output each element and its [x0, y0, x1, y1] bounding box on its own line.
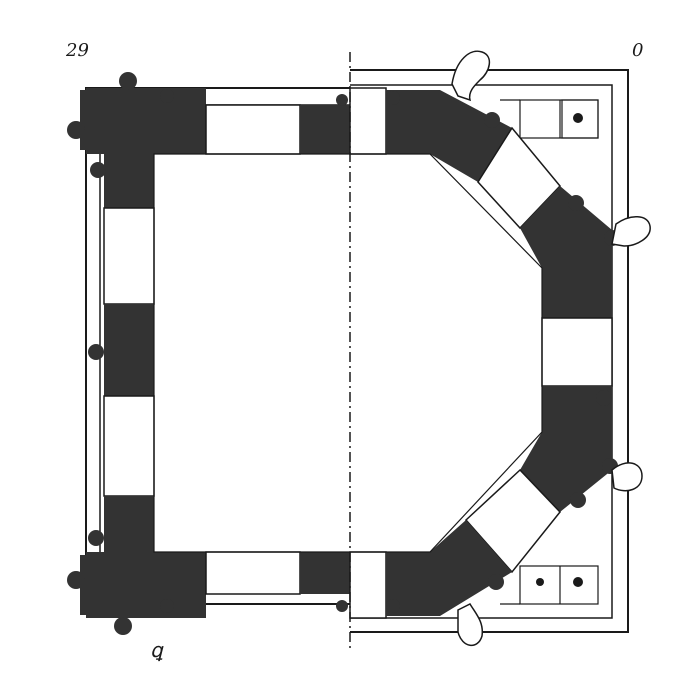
round-column-dot-icon [573, 577, 583, 587]
gargoyle-icon [611, 462, 643, 492]
corner-grid-bottom [500, 565, 599, 605]
cross-shaped-pier-icon [67, 72, 174, 178]
round-column-dot-icon [336, 600, 348, 612]
wall-left-middle [104, 304, 154, 396]
wall-left-upper [104, 150, 154, 208]
window-left-lower [103, 395, 155, 497]
wall-bottom-center-left [300, 552, 350, 594]
wall-left-lower [104, 496, 154, 552]
window-bottom-left [205, 551, 301, 595]
window-top-left [205, 104, 301, 155]
left-half-plan [67, 72, 350, 635]
wall-top-right-straight [349, 87, 387, 155]
gargoyle-icon [611, 216, 651, 247]
round-column-dot-icon [536, 578, 544, 586]
wall-apse-lower-right [520, 386, 612, 512]
right-half-label: 0 [632, 40, 644, 61]
gargoyle-icon [457, 603, 484, 646]
round-column-dot-icon [386, 91, 620, 613]
round-column-dot-icon [88, 344, 104, 360]
wall-apse-top [386, 90, 512, 182]
gargoyle-icon [451, 50, 491, 102]
round-column-dot-icon [573, 113, 583, 123]
right-outer-outline [350, 69, 629, 633]
corner-grid-top [500, 99, 599, 139]
nave-interior-outline [153, 153, 543, 553]
cross-shaped-pier-icon [67, 530, 174, 635]
round-column-dot-icon [336, 94, 348, 106]
left-outer-outline [85, 87, 350, 605]
bottom-mark-label: ꝗ [150, 638, 163, 662]
wall-apse-bottom [386, 520, 512, 616]
wall-bottom-right-straight [349, 551, 387, 619]
left-half-label: 29 [66, 40, 89, 61]
right-half-plan [349, 50, 651, 646]
window-apse-right [541, 317, 613, 387]
wall-top-center-left [300, 105, 350, 154]
window-left-upper [103, 207, 155, 305]
wall-apse-upper-right [520, 186, 612, 318]
